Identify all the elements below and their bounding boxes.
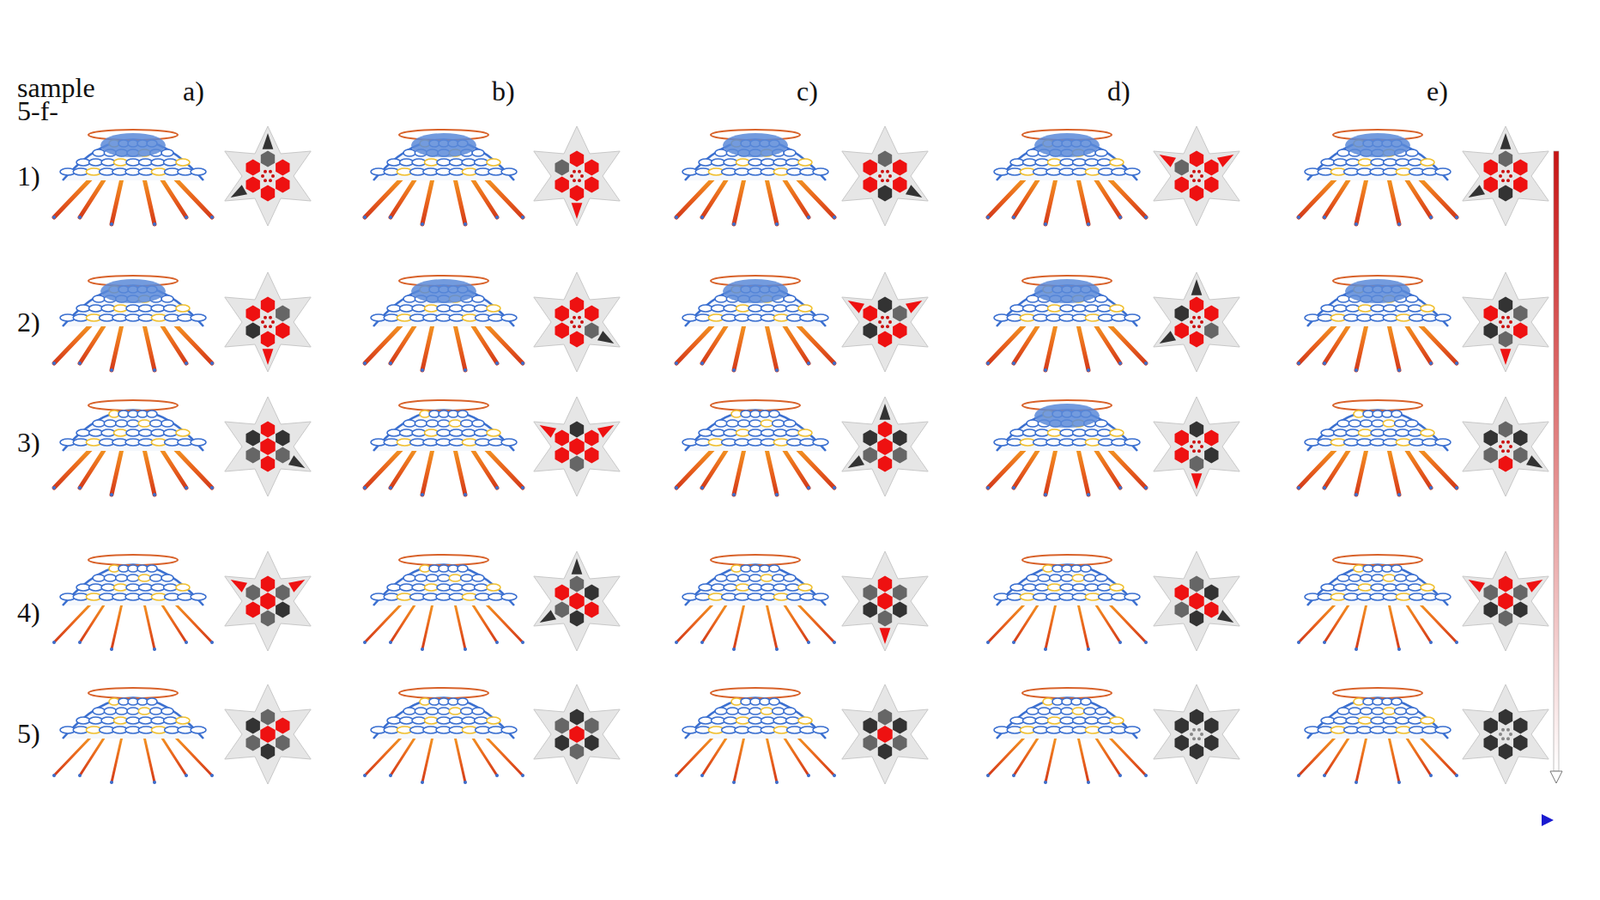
plan-view bbox=[533, 684, 620, 784]
row-label: 1) bbox=[17, 162, 41, 190]
plan-view bbox=[1153, 684, 1240, 784]
plan-view bbox=[842, 126, 928, 226]
plan-view bbox=[1462, 126, 1549, 226]
plan-view bbox=[1462, 396, 1549, 497]
plan-view bbox=[224, 396, 311, 497]
row-label: 5) bbox=[17, 719, 41, 747]
column-label: e) bbox=[1426, 77, 1449, 105]
arrowhead bbox=[1541, 813, 1554, 826]
dome-render bbox=[1296, 554, 1459, 651]
sample-label: 5-f- bbox=[17, 96, 59, 125]
dome-render bbox=[52, 400, 214, 497]
dome-render bbox=[674, 129, 837, 226]
plan-view bbox=[1462, 272, 1549, 372]
dome-render bbox=[52, 554, 214, 651]
dome-render bbox=[363, 687, 525, 784]
plan-view bbox=[533, 126, 620, 226]
plan-view bbox=[842, 684, 928, 784]
dome-render bbox=[52, 687, 214, 784]
plan-view bbox=[842, 396, 928, 497]
plan-view bbox=[1462, 551, 1549, 651]
plan-view bbox=[1153, 272, 1240, 372]
dome-render bbox=[986, 687, 1148, 784]
plan-view bbox=[224, 126, 311, 226]
column-label: b) bbox=[491, 77, 516, 105]
dome-render bbox=[986, 554, 1148, 651]
dome-render bbox=[363, 554, 525, 651]
dome-render bbox=[986, 129, 1148, 226]
arrowhead bbox=[1550, 770, 1563, 783]
plan-view bbox=[533, 396, 620, 497]
column-label: c) bbox=[796, 77, 819, 105]
dome-render bbox=[363, 129, 525, 226]
dome-render bbox=[986, 400, 1148, 497]
column-label: a) bbox=[182, 77, 205, 105]
plan-view bbox=[224, 551, 311, 651]
row-label: 2) bbox=[17, 308, 41, 336]
plan-view bbox=[1153, 126, 1240, 226]
dome-render bbox=[1296, 275, 1459, 372]
vertical-arrow bbox=[1553, 151, 1559, 771]
plan-view bbox=[1153, 551, 1240, 651]
dome-render bbox=[674, 275, 837, 372]
column-label: d) bbox=[1107, 77, 1131, 105]
plan-view bbox=[224, 684, 311, 784]
dome-render bbox=[52, 129, 214, 226]
plan-view bbox=[842, 551, 928, 651]
plan-view bbox=[224, 272, 311, 372]
plan-view bbox=[533, 272, 620, 372]
dome-render bbox=[674, 400, 837, 497]
dome-render bbox=[1296, 400, 1459, 497]
horizontal-arrow bbox=[69, 818, 1544, 822]
plan-view bbox=[533, 551, 620, 651]
plan-view bbox=[842, 272, 928, 372]
dome-render bbox=[363, 275, 525, 372]
dome-render bbox=[1296, 687, 1459, 784]
dome-render bbox=[1296, 129, 1459, 226]
dome-render bbox=[363, 400, 525, 497]
plan-view bbox=[1153, 396, 1240, 497]
dome-render bbox=[52, 275, 214, 372]
dome-render bbox=[674, 687, 837, 784]
dome-render bbox=[986, 275, 1148, 372]
row-label: 4) bbox=[17, 598, 41, 626]
row-label: 3) bbox=[17, 428, 41, 456]
plan-view bbox=[1462, 684, 1549, 784]
dome-render bbox=[674, 554, 837, 651]
